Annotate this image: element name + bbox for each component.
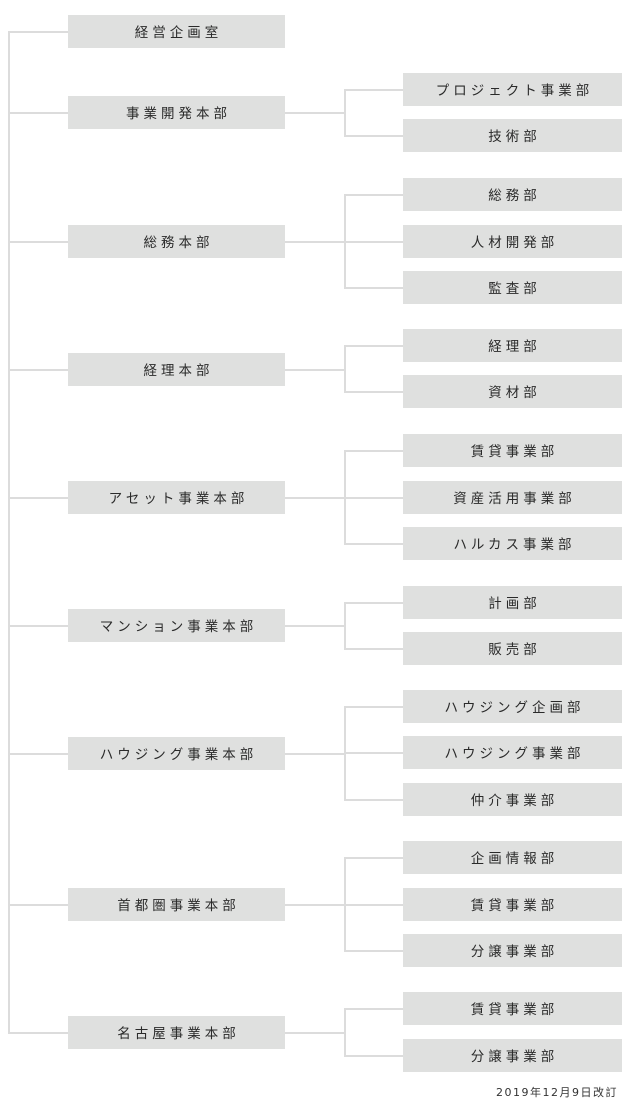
branch-line bbox=[344, 1008, 346, 1057]
trunk-connector bbox=[8, 904, 68, 906]
department-connector bbox=[344, 497, 403, 499]
department-box: プロジェクト事業部 bbox=[403, 72, 622, 106]
trunk-connector bbox=[8, 625, 68, 627]
department-connector bbox=[344, 543, 403, 545]
division-box: 経理本部 bbox=[68, 352, 285, 386]
department-connector bbox=[344, 752, 403, 754]
department-connector bbox=[344, 345, 403, 347]
department-box: 賃貸事業部 bbox=[403, 433, 622, 467]
department-box: ハウジング企画部 bbox=[403, 689, 622, 723]
department-box: 企画情報部 bbox=[403, 840, 622, 874]
division-box: ハウジング事業本部 bbox=[68, 736, 285, 770]
trunk-connector bbox=[8, 753, 68, 755]
department-connector bbox=[344, 648, 403, 650]
department-connector bbox=[344, 1008, 403, 1010]
department-connector bbox=[344, 857, 403, 859]
branch-line bbox=[344, 89, 346, 137]
division-box: 総務本部 bbox=[68, 224, 285, 258]
department-connector bbox=[344, 1055, 403, 1057]
department-box: 総務部 bbox=[403, 177, 622, 211]
division-box: マンション事業本部 bbox=[68, 608, 285, 642]
trunk-connector bbox=[8, 31, 68, 33]
branch-connector bbox=[285, 904, 345, 906]
department-box: 仲介事業部 bbox=[403, 782, 622, 816]
department-box: 分譲事業部 bbox=[403, 1038, 622, 1072]
department-box: 賃貸事業部 bbox=[403, 991, 622, 1025]
department-box: 監査部 bbox=[403, 270, 622, 304]
branch-connector bbox=[285, 112, 345, 114]
department-box: 人材開発部 bbox=[403, 224, 622, 258]
department-connector bbox=[344, 391, 403, 393]
division-box: 事業開発本部 bbox=[68, 95, 285, 129]
department-box: 賃貸事業部 bbox=[403, 887, 622, 921]
division-box: 経営企画室 bbox=[68, 14, 285, 48]
branch-line bbox=[344, 345, 346, 393]
division-box: 名古屋事業本部 bbox=[68, 1015, 285, 1049]
revision-date: 2019年12月9日改訂 bbox=[496, 1086, 618, 1099]
department-connector bbox=[344, 287, 403, 289]
department-box: 計画部 bbox=[403, 585, 622, 619]
department-box: 販売部 bbox=[403, 631, 622, 665]
department-box: 資産活用事業部 bbox=[403, 480, 622, 514]
trunk-connector bbox=[8, 112, 68, 114]
branch-connector bbox=[285, 625, 345, 627]
department-connector bbox=[344, 904, 403, 906]
department-connector bbox=[344, 241, 403, 243]
department-connector bbox=[344, 450, 403, 452]
department-box: 分譲事業部 bbox=[403, 933, 622, 967]
branch-connector bbox=[285, 369, 345, 371]
department-connector bbox=[344, 950, 403, 952]
branch-connector bbox=[285, 1032, 345, 1034]
department-box: 資材部 bbox=[403, 374, 622, 408]
department-box: 経理部 bbox=[403, 328, 622, 362]
department-box: ハルカス事業部 bbox=[403, 526, 622, 560]
branch-connector bbox=[285, 497, 345, 499]
department-box: ハウジング事業部 bbox=[403, 735, 622, 769]
trunk-connector bbox=[8, 497, 68, 499]
branch-connector bbox=[285, 241, 345, 243]
department-connector bbox=[344, 602, 403, 604]
branch-line bbox=[344, 602, 346, 650]
branch-connector bbox=[285, 753, 345, 755]
trunk-line bbox=[8, 31, 10, 1033]
trunk-connector bbox=[8, 241, 68, 243]
department-connector bbox=[344, 135, 403, 137]
division-box: 首都圏事業本部 bbox=[68, 887, 285, 921]
trunk-connector bbox=[8, 369, 68, 371]
department-box: 技術部 bbox=[403, 118, 622, 152]
department-connector bbox=[344, 799, 403, 801]
department-connector bbox=[344, 89, 403, 91]
division-box: アセット事業本部 bbox=[68, 480, 285, 514]
trunk-connector bbox=[8, 1032, 68, 1034]
department-connector bbox=[344, 194, 403, 196]
department-connector bbox=[344, 706, 403, 708]
